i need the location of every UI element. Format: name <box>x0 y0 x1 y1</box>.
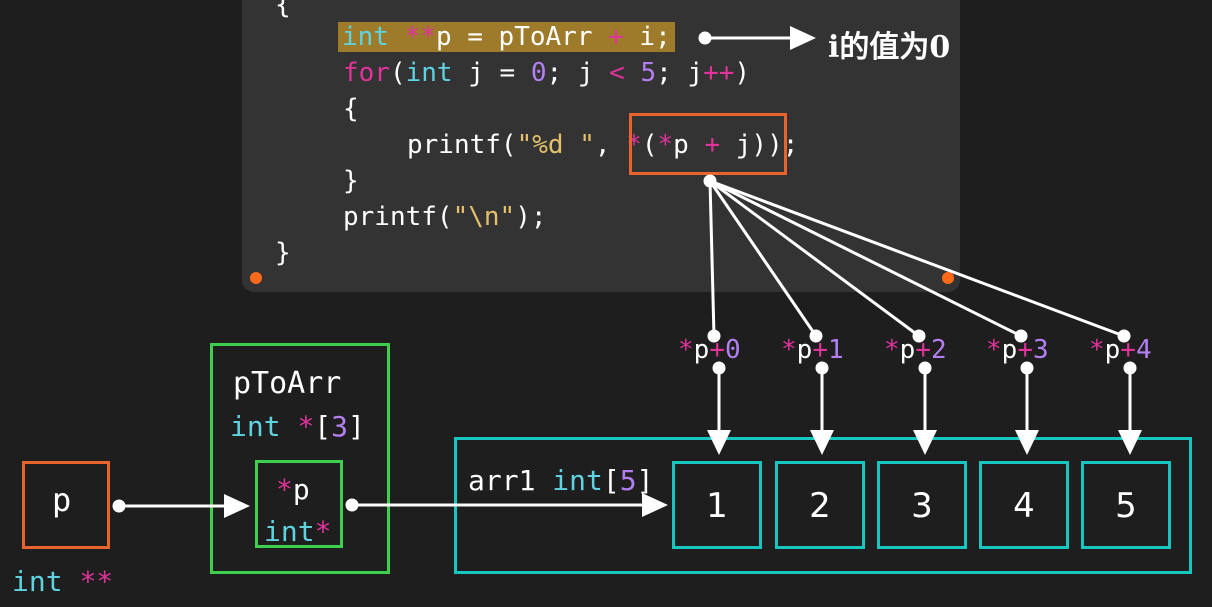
connector-dot <box>809 329 823 343</box>
code-brace-inner-close: } <box>343 166 359 196</box>
connector-dot <box>912 329 926 343</box>
array-cell-value: 2 <box>809 486 831 526</box>
pointer-label: *p+2 <box>884 335 947 365</box>
code-brace-close: } <box>275 238 291 268</box>
array-cell-value: 4 <box>1013 486 1035 526</box>
arrowhead <box>790 26 816 50</box>
array-cell <box>979 461 1069 549</box>
pointer-label: *p+1 <box>781 335 844 365</box>
p-type-label: int ** <box>12 565 114 598</box>
arrowhead <box>913 430 937 455</box>
array-cell <box>877 461 967 549</box>
deref-p-type: int* <box>264 515 332 548</box>
pointer-label: *p+0 <box>678 335 741 365</box>
connector-dot <box>1014 329 1028 343</box>
arrowhead <box>1015 430 1039 455</box>
deref-p-label: *p <box>276 473 310 506</box>
p-label: p <box>52 481 72 519</box>
code-line-printf-newline: printf("\n"); <box>343 202 547 232</box>
array-cell <box>672 461 762 549</box>
annotation-i-value: i的值为0 <box>828 30 951 65</box>
array-cell <box>1081 461 1171 549</box>
highlight: int **p = pToArr + i; <box>338 22 675 52</box>
connector-line <box>708 180 716 337</box>
ptoarr-name: pToArr <box>233 366 342 401</box>
arrowhead <box>1118 430 1142 455</box>
p-variable-box <box>22 461 110 549</box>
code-line-pointer-decl: int **p = pToArr + i; <box>338 22 675 52</box>
ptoarr-type: int *[3] <box>230 410 365 443</box>
cursor-dot <box>250 272 262 284</box>
arrowhead <box>810 430 834 455</box>
code-brace-inner-open: { <box>343 94 359 124</box>
arrowhead <box>642 493 668 517</box>
array-cell-value: 5 <box>1115 486 1137 526</box>
ptoarr-box <box>210 343 390 574</box>
deref-p-box <box>255 460 343 548</box>
deref-expression-highlight <box>629 113 787 175</box>
connector-line <box>709 179 1022 338</box>
code-line-printf: printf("%d ", *(*p + j)); <box>407 130 799 160</box>
connector-line <box>709 179 1125 338</box>
arrowhead <box>707 430 731 455</box>
array-cell-value: 3 <box>911 486 933 526</box>
connector-line <box>708 180 818 337</box>
code-line-for: for(int j = 0; j < 5; j++) <box>343 58 751 88</box>
connector-dot <box>707 329 721 343</box>
arr1-label: arr1 int[5] <box>468 464 654 497</box>
array-cell-value: 1 <box>706 486 728 526</box>
code-brace-open: { <box>275 0 291 20</box>
connector-dot <box>1117 329 1131 343</box>
pointer-label: *p+4 <box>1089 335 1152 365</box>
arrowhead <box>224 494 250 518</box>
pointer-label: *p+3 <box>986 335 1049 365</box>
cursor-dot <box>942 272 954 284</box>
connector-line <box>709 179 920 338</box>
array-cell <box>775 461 865 549</box>
